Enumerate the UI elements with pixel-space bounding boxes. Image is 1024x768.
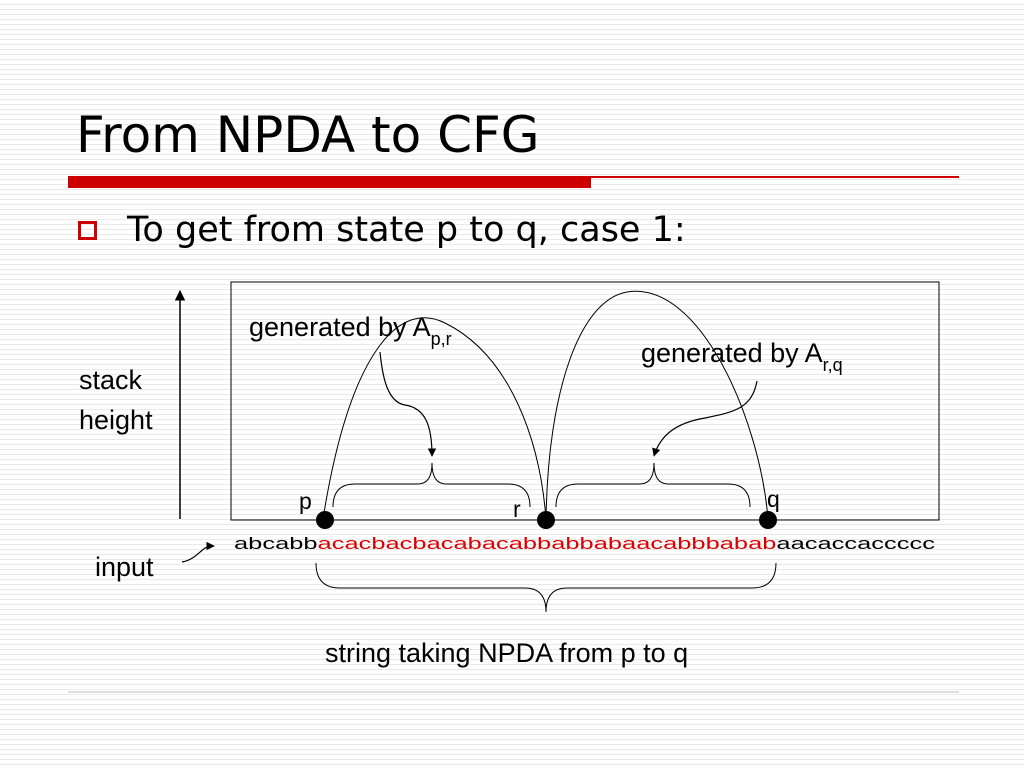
input-prefix: abcabb — [234, 534, 318, 553]
input-arrow — [181, 541, 215, 563]
bullet-text: To get from state p to q, case 1: — [127, 210, 686, 250]
label-generated-pr: generated by Ap,r — [249, 312, 452, 349]
stack-label-line1: stack — [79, 365, 143, 395]
input-suffix: aacaccaccccc — [776, 534, 935, 553]
state-r-dot — [537, 511, 555, 529]
label-generated-rq-sub: r,q — [823, 355, 843, 375]
brace-right — [555, 462, 751, 508]
state-p-label: p — [299, 488, 312, 514]
slide-title: From NPDA to CFG — [76, 106, 540, 164]
input-label: input — [95, 552, 154, 582]
label-generated-pr-sub: p,r — [431, 329, 452, 349]
stack-box — [230, 281, 940, 521]
bottom-caption: string taking NPDA from p to q — [325, 638, 688, 668]
stack-path-p-to-r — [322, 317, 547, 520]
footer-rule — [68, 691, 959, 693]
arrow-left-pointer — [379, 351, 437, 457]
brace-left — [332, 462, 531, 508]
label-generated-rq: generated by Ar,q — [641, 338, 843, 375]
stack-label-line2: height — [79, 405, 153, 435]
state-r-label: r — [513, 496, 521, 522]
brace-bottom — [315, 562, 777, 613]
input-highlight: acacbacbacabacabbabbabaacabbbabab — [318, 534, 777, 553]
bullet-square-icon — [78, 221, 97, 240]
arrow-right-pointer — [652, 380, 758, 457]
title-underline-thick — [68, 176, 591, 188]
state-p-dot — [316, 511, 334, 529]
label-generated-pr-main: generated by A — [249, 312, 431, 342]
state-q-dot — [759, 511, 777, 529]
label-generated-rq-main: generated by A — [641, 338, 823, 368]
stack-path-r-to-q — [545, 290, 769, 520]
state-q-label: q — [767, 486, 780, 512]
title-underline-thin — [591, 176, 959, 178]
